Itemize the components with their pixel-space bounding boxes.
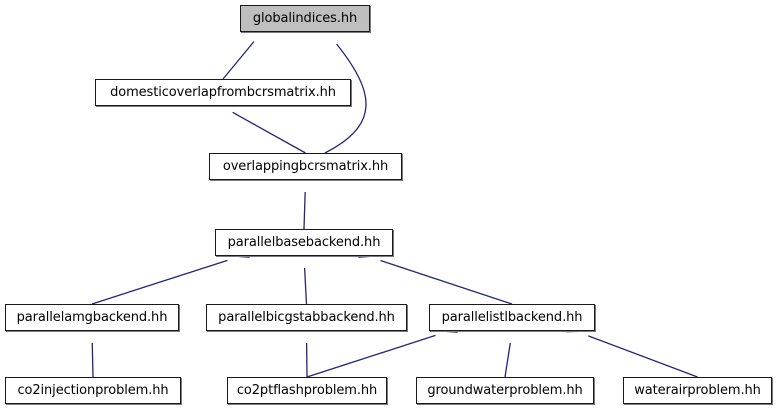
node-label: parallelbasebackend.hh bbox=[227, 235, 381, 250]
node-label: parallelistlbackend.hh bbox=[441, 310, 583, 325]
node-parallelbicgstabbackend[interactable]: parallelbicgstabbackend.hh bbox=[206, 304, 407, 331]
edge-overlappingbcrsmatrix-to-domesticoverlap bbox=[232, 111, 306, 154]
node-label: co2ptflashproblem.hh bbox=[236, 383, 378, 398]
node-globalindices[interactable]: globalindices.hh bbox=[240, 5, 370, 32]
node-label: parallelamgbackend.hh bbox=[16, 310, 168, 325]
node-label: domesticoverlapfrombcrsmatrix.hh bbox=[110, 85, 336, 100]
edge-co2injectionproblem-to-parallelamgbackend bbox=[91, 342, 94, 378]
edge-groundwaterproblem-to-parallelistlbackend bbox=[504, 342, 511, 378]
node-parallelamgbackend[interactable]: parallelamgbackend.hh bbox=[5, 304, 179, 331]
node-label: overlappingbcrsmatrix.hh bbox=[222, 159, 389, 174]
node-label: parallelbicgstabbackend.hh bbox=[218, 310, 395, 325]
node-parallelistlbackend[interactable]: parallelistlbackend.hh bbox=[429, 304, 595, 331]
edge-co2ptflashproblem-to-parallelistlbackend bbox=[306, 334, 436, 378]
edge-domesticoverlap-to-globalindices bbox=[222, 41, 255, 80]
node-label: waterairproblem.hh bbox=[634, 383, 761, 398]
node-label: groundwaterproblem.hh bbox=[427, 383, 583, 398]
node-parallelbasebackend[interactable]: parallelbasebackend.hh bbox=[215, 229, 393, 256]
edge-waterairproblem-to-parallelistlbackend bbox=[588, 335, 698, 378]
node-overlappingbcrsmatrix[interactable]: overlappingbcrsmatrix.hh bbox=[209, 153, 402, 180]
node-co2injectionproblem[interactable]: co2injectionproblem.hh bbox=[5, 377, 181, 404]
node-groundwaterproblem[interactable]: groundwaterproblem.hh bbox=[416, 377, 594, 404]
node-label: globalindices.hh bbox=[252, 11, 358, 26]
edge-parallelistlbackend-to-parallelbasebackend bbox=[380, 259, 513, 305]
edge-parallelbicgstabbackend-to-parallelbasebackend bbox=[303, 267, 308, 305]
node-domesticoverlap[interactable]: domesticoverlapfrombcrsmatrix.hh bbox=[95, 79, 351, 106]
edge-parallelamgbackend-to-parallelbasebackend bbox=[91, 259, 228, 305]
node-waterairproblem[interactable]: waterairproblem.hh bbox=[623, 377, 772, 404]
edge-overlappingbcrsmatrix-to-globalindices bbox=[324, 43, 367, 154]
edge-parallelbasebackend-to-overlappingbcrsmatrix bbox=[303, 191, 306, 230]
node-label: co2injectionproblem.hh bbox=[17, 383, 169, 398]
node-co2ptflashproblem[interactable]: co2ptflashproblem.hh bbox=[227, 377, 387, 404]
